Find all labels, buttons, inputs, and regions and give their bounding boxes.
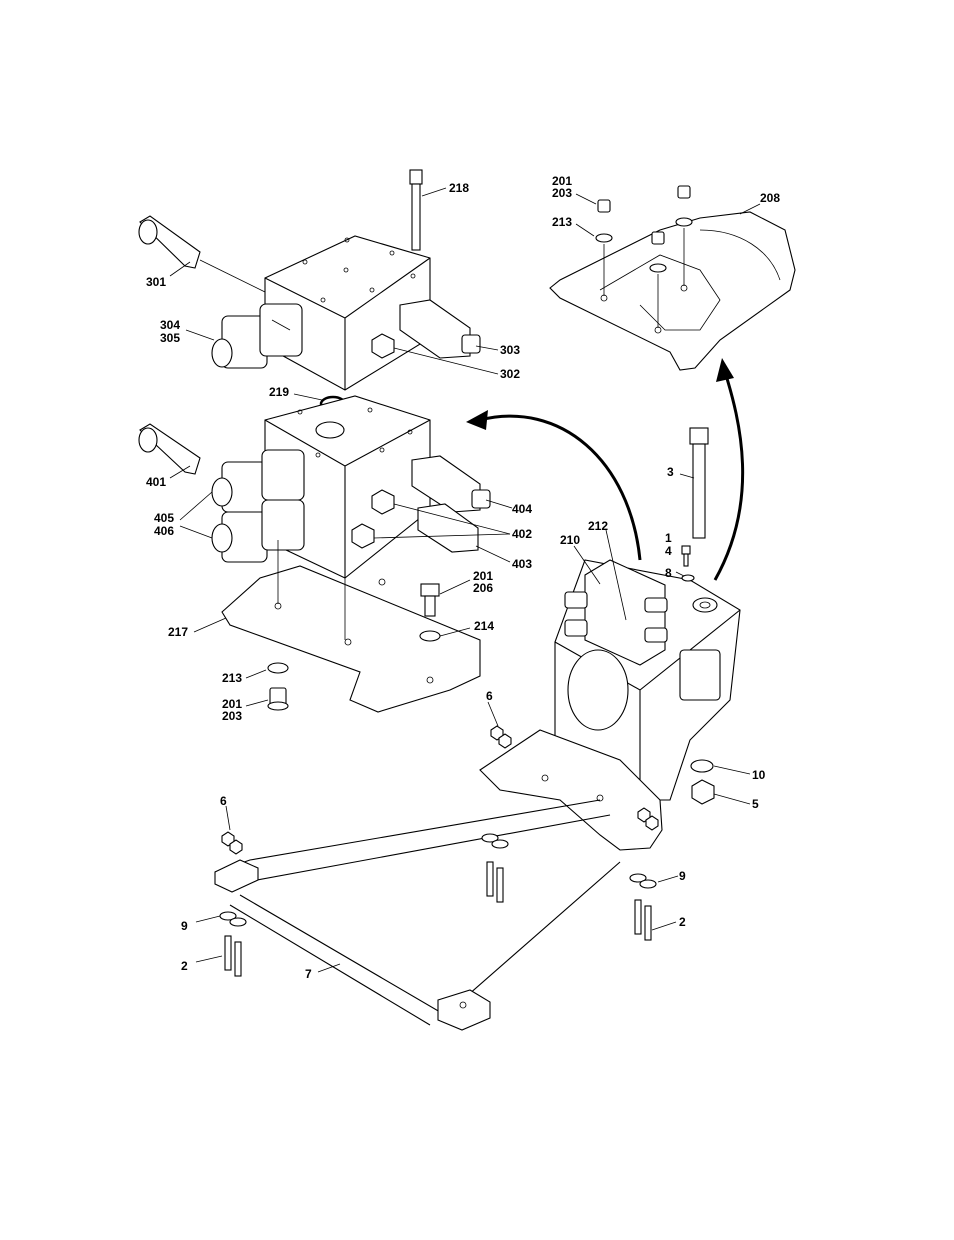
label-203-c: 203 [552,186,572,200]
label-10: 10 [752,768,766,782]
label-219: 219 [269,385,289,399]
cartridge-valve-401 [139,424,200,474]
solenoid-405-406 [212,450,304,562]
label-212: 212 [588,519,608,533]
label-208: 208 [760,191,780,205]
label-217: 217 [168,625,188,639]
label-3: 3 [667,465,674,479]
washer-10 [691,760,713,772]
label-8: 8 [665,566,672,580]
label-304: 304 [160,318,180,332]
label-305: 305 [160,331,180,345]
label-403: 403 [512,557,532,571]
label-213-c: 213 [552,215,572,229]
label-6-a: 6 [486,689,493,703]
label-2-a: 2 [679,915,686,929]
label-401: 401 [146,475,166,489]
nut-5 [692,780,714,804]
label-210: 210 [560,533,580,547]
label-402: 402 [512,527,532,541]
label-302: 302 [500,367,520,381]
label-301: 301 [146,275,166,289]
label-404: 404 [512,502,532,516]
base-frame-7 [215,730,662,1030]
label-6-b: 6 [220,794,227,808]
label-206: 206 [473,581,493,595]
bolt-218 [410,170,422,250]
label-214: 214 [474,619,494,633]
bolt-201-203 [268,688,288,710]
label-9-b: 9 [181,919,188,933]
bolt-201-206 [420,584,440,641]
label-1: 1 [665,531,672,545]
label-213-a: 213 [222,671,242,685]
label-405: 405 [154,511,174,525]
label-2-b: 2 [181,959,188,973]
label-5: 5 [752,797,759,811]
label-303: 303 [500,343,520,357]
washer-213 [268,663,288,673]
label-9-a: 9 [679,869,686,883]
cover-208 [550,212,795,370]
label-406: 406 [154,524,174,538]
label-7: 7 [305,967,312,981]
label-203-b: 203 [222,709,242,723]
label-218: 218 [449,181,469,195]
label-4: 4 [665,544,672,558]
bolt-3 [690,428,708,538]
